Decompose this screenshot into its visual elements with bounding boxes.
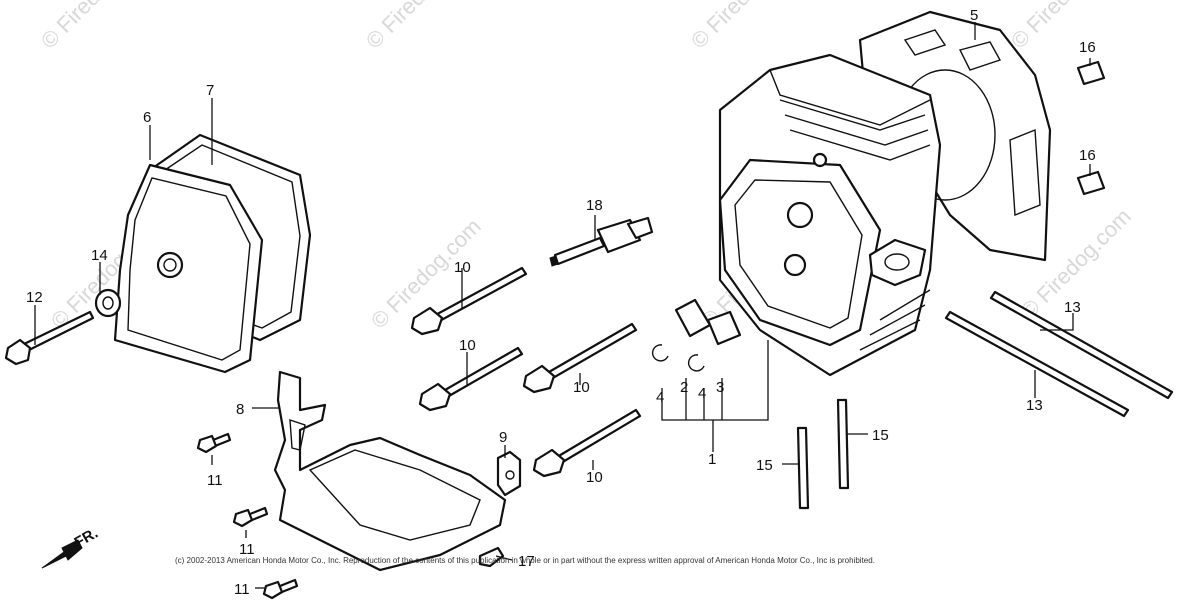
callout-label: 10 [454, 259, 471, 276]
callout-label: 1 [708, 451, 716, 468]
watermark: © Firedog.com [361, 0, 481, 54]
callout-label: 6 [143, 109, 151, 126]
callout-label: 11 [207, 472, 223, 489]
watermark: © Firedog.com [686, 0, 806, 54]
callout-label: 10 [459, 337, 476, 354]
long-studs [944, 290, 1174, 418]
callout-label: 15 [756, 457, 773, 474]
copyright-notice: (c) 2002-2013 American Honda Motor Co., … [175, 556, 875, 565]
callout-label: 8 [236, 401, 244, 418]
callout-label: 9 [499, 429, 507, 446]
clips [651, 344, 705, 372]
callout-label: 2 [680, 379, 688, 396]
bolt-17 [478, 546, 505, 568]
callout-label: 15 [872, 427, 889, 444]
spark-plug [549, 216, 654, 267]
callout-label: 10 [573, 379, 590, 396]
callout-label: 5 [970, 7, 978, 24]
watermark: © Firedog.com [1006, 0, 1126, 54]
short-studs [796, 398, 850, 510]
callout-label: 13 [1064, 299, 1081, 316]
callout-label: 16 [1079, 147, 1096, 164]
callout-label: 14 [91, 247, 108, 264]
dowel-pins [1076, 60, 1106, 196]
callout-label: 11 [234, 581, 250, 598]
callout-label: 12 [26, 289, 43, 306]
watermark: © Firedog.com [36, 0, 156, 54]
cover-bolt [4, 288, 122, 366]
callout-label: 4 [698, 385, 706, 402]
small-bracket [496, 450, 522, 497]
front-direction-arrow: FR. [41, 525, 101, 569]
callout-label: 13 [1026, 397, 1043, 414]
head-bolts [410, 266, 642, 478]
callout-label: 4 [656, 389, 664, 406]
callout-label: 17 [518, 553, 535, 570]
callout-label: 10 [586, 469, 603, 486]
valve-guides [674, 298, 742, 346]
callout-label: 16 [1079, 39, 1096, 56]
head-cover [113, 163, 264, 374]
callout-label: 3 [716, 379, 724, 396]
callout-label: 18 [586, 197, 603, 214]
heat-shield [273, 370, 507, 572]
callout-label: 7 [206, 82, 214, 99]
cylinder-head [718, 53, 942, 377]
leader-lines [34, 22, 1091, 589]
bracket-bolts [196, 432, 299, 600]
callout-label: 11 [239, 541, 255, 558]
callout-numbers: 1 2 3 4 4 5 6 7 8 9 10 10 10 10 11 11 11… [26, 7, 1096, 598]
